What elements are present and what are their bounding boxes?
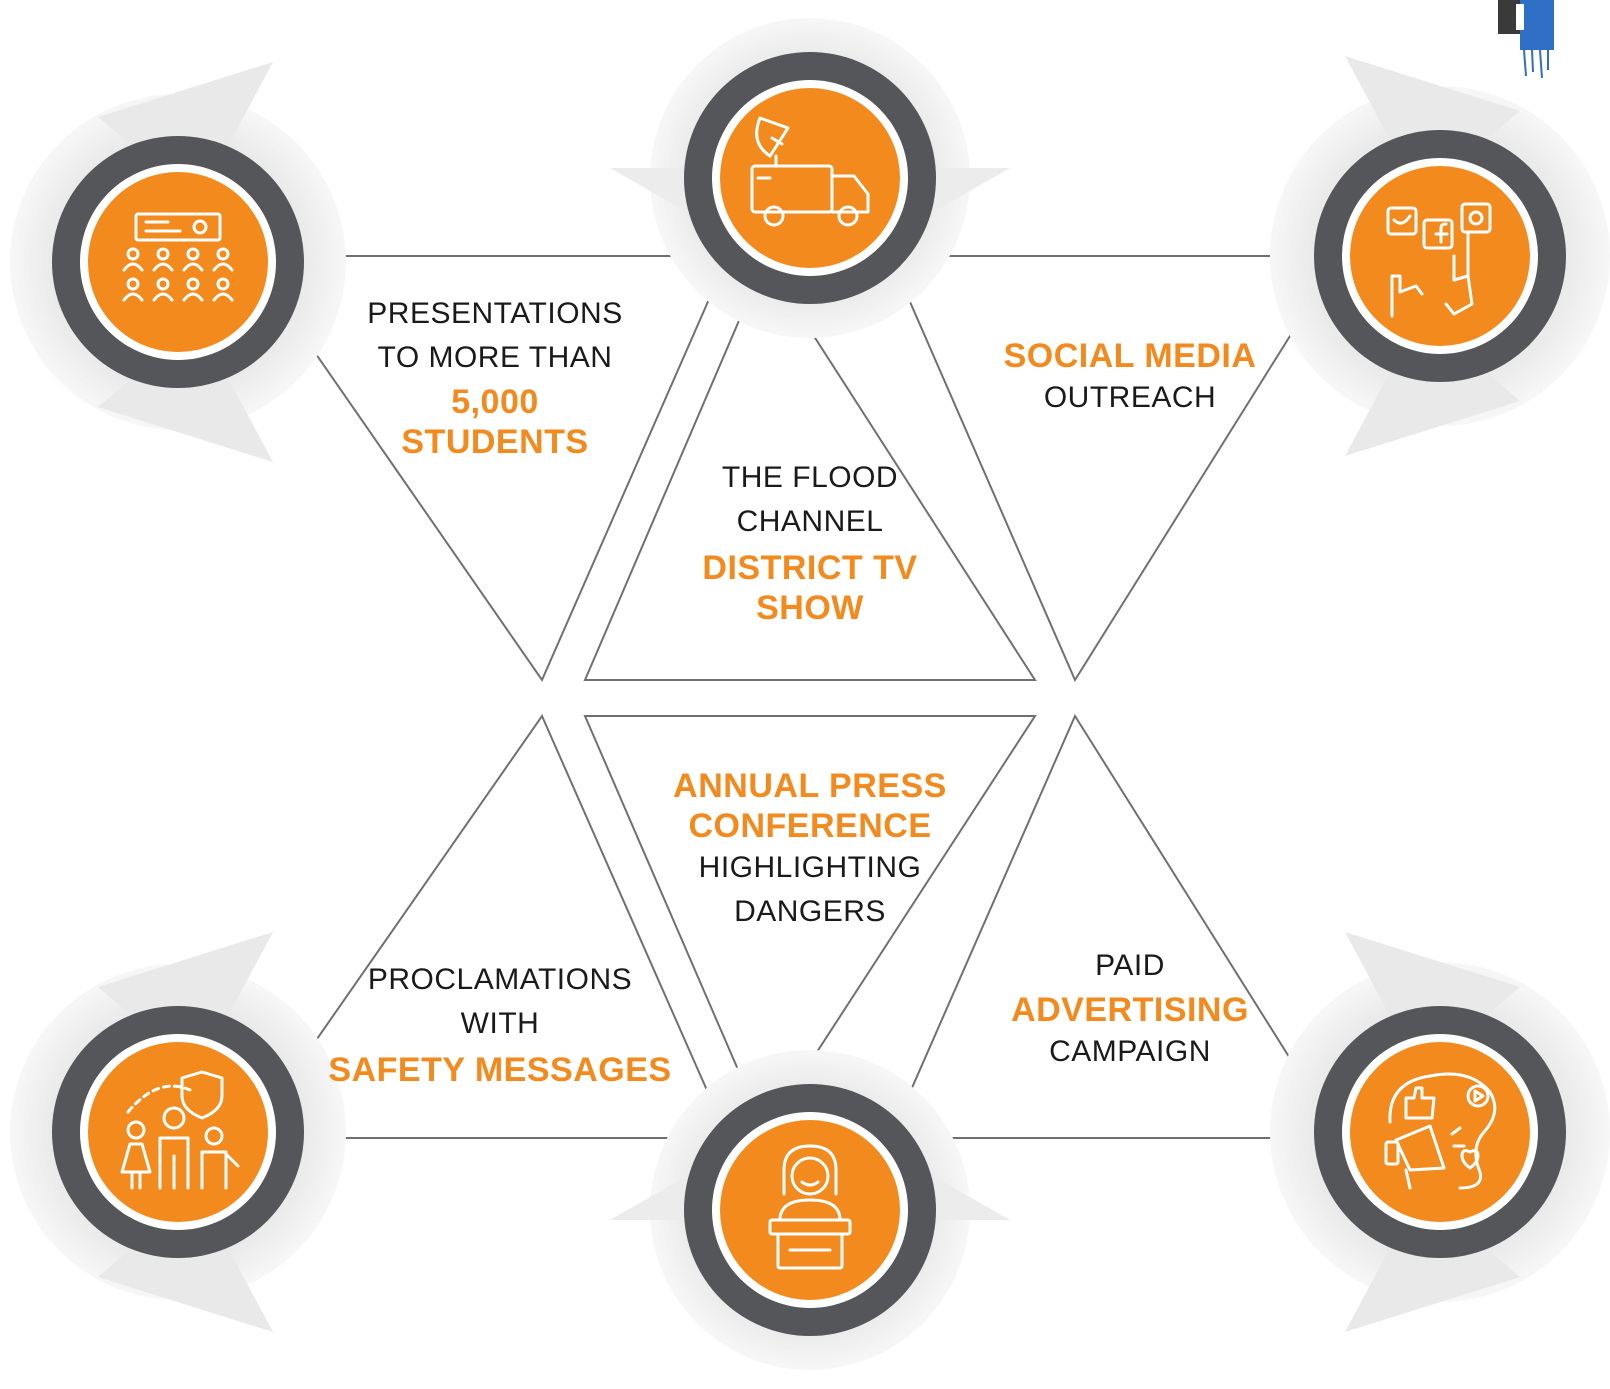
broadcast-van-icon — [750, 116, 870, 227]
social-media-line1: OUTREACH — [1043, 381, 1217, 414]
presentations-line2: TO MORE THAN — [377, 341, 613, 374]
triangle-press-conference — [583, 715, 1037, 1135]
tv-show-line1: THE FLOOD — [721, 461, 899, 494]
node-presentations — [10, 62, 346, 462]
node-proclamations — [10, 932, 346, 1332]
triangle-presentations — [246, 255, 730, 683]
text-advertising: PAID ADVERTISING CAMPAIGN — [980, 944, 1280, 1074]
classroom-icon — [122, 212, 234, 302]
press-conference-highlight1: ANNUAL PRESS — [673, 767, 947, 805]
family-shield-icon — [120, 1070, 240, 1190]
proclamations-line1: PROCLAMATIONS — [367, 963, 633, 996]
node-advertising — [1270, 932, 1610, 1332]
text-presentations: PRESENTATIONS TO MORE THAN 5,000 STUDENT… — [330, 292, 660, 462]
press-conference-line1: HIGHLIGHTING — [698, 851, 922, 884]
presentations-highlight1: 5,000 — [451, 383, 539, 421]
advertising-line1: PAID — [1095, 949, 1165, 982]
logo — [1498, 0, 1554, 79]
triangle-advertising — [888, 713, 1342, 1139]
presentations-highlight2: STUDENTS — [401, 423, 589, 461]
tv-show-line2: CHANNEL — [736, 505, 884, 538]
social-media-highlight1: SOCIAL MEDIA — [1003, 337, 1257, 375]
advertising-highlight1: ADVERTISING — [1011, 991, 1249, 1029]
text-tv-show: THE FLOOD CHANNEL DISTRICT TV SHOW — [640, 456, 980, 628]
triangle-social-media — [888, 255, 1342, 683]
tv-show-highlight1: DISTRICT TV — [702, 549, 918, 587]
press-conference-line2: DANGERS — [734, 895, 886, 928]
triangle-tv-show — [583, 257, 1037, 681]
speaker-podium-icon — [768, 1144, 852, 1270]
presentations-line1: PRESENTATIONS — [367, 297, 623, 330]
social-media-icon — [1386, 202, 1492, 318]
press-conference-highlight2: CONFERENCE — [688, 807, 932, 845]
node-social-media — [1270, 56, 1610, 456]
node-tv-show — [610, 18, 1010, 338]
megaphone-ad-icon — [1384, 1072, 1497, 1190]
tv-show-highlight2: SHOW — [756, 589, 864, 627]
triangle-proclamations — [246, 713, 730, 1139]
node-press-conference — [610, 1050, 1010, 1370]
text-social-media: SOCIAL MEDIA OUTREACH — [970, 336, 1290, 420]
proclamations-line2: WITH — [460, 1007, 540, 1040]
proclamations-highlight1: SAFETY MESSAGES — [328, 1051, 672, 1089]
advertising-line2: CAMPAIGN — [1049, 1035, 1211, 1068]
triangle-outlines — [246, 255, 1342, 1139]
text-press-conference: ANNUAL PRESS CONFERENCE HIGHLIGHTING DAN… — [640, 766, 980, 934]
text-proclamations: PROCLAMATIONS WITH SAFETY MESSAGES — [310, 958, 690, 1090]
